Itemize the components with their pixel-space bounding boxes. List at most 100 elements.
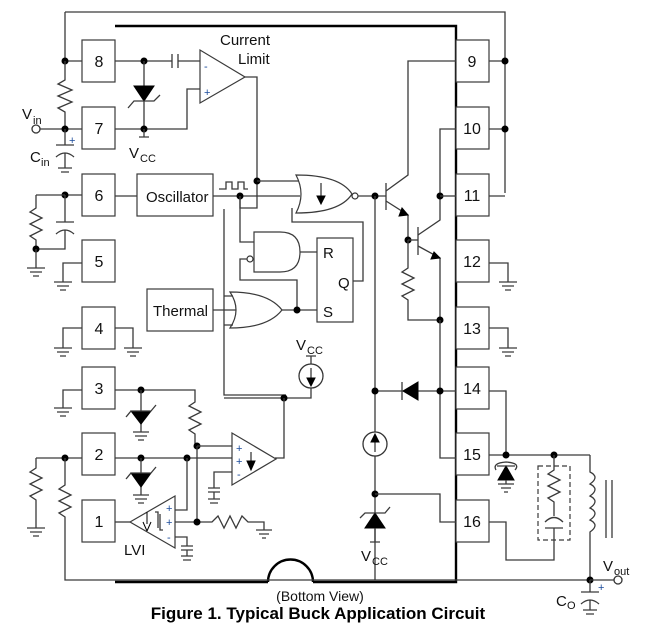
wire <box>175 458 188 511</box>
pin4-ground-icon <box>54 327 82 357</box>
vin-terminal[interactable] <box>31 124 41 134</box>
capacitor-icon <box>171 54 179 68</box>
pin-1-box <box>81 499 116 543</box>
wire <box>224 295 233 326</box>
vcc-label: V <box>296 337 306 354</box>
pin-11-box <box>455 173 490 217</box>
pin-2-box <box>81 432 116 476</box>
pin-5-box <box>81 239 116 283</box>
plus-sign: + <box>166 517 172 529</box>
vcc-label-sub: CC <box>372 556 388 568</box>
pin-10-box <box>455 106 490 150</box>
co-capacitor <box>580 580 600 615</box>
vin-label-sub: in <box>33 115 42 127</box>
vout-terminal[interactable] <box>613 575 623 585</box>
pin3-pullup-resistor <box>115 389 203 446</box>
timing-capacitor <box>36 194 75 250</box>
and-gate <box>253 231 301 273</box>
emitter-arrow-icon <box>430 251 442 260</box>
junction-dot <box>371 387 379 395</box>
pin-3-label: 3 <box>95 381 104 398</box>
thermal-label: Thermal <box>153 303 208 320</box>
junction-dot <box>501 57 509 65</box>
catch-diode-icon <box>497 464 515 481</box>
down-arrow-icon <box>142 512 152 532</box>
wire <box>306 355 316 364</box>
down-arrow-icon <box>306 368 316 388</box>
vout-label: V <box>603 558 613 575</box>
and-bubble <box>246 255 254 263</box>
q-feedback-wire <box>291 208 364 282</box>
top-bus-wire <box>65 11 506 193</box>
wire <box>196 445 232 522</box>
vin-label: V <box>22 106 32 123</box>
timing-resistor <box>28 195 44 249</box>
diode-icon <box>402 381 419 401</box>
vcc-label: V <box>361 548 371 565</box>
plus-sign: + <box>204 87 210 99</box>
minus-sign: - <box>204 61 208 73</box>
vcc-label: V <box>129 145 139 162</box>
junction-dot <box>436 387 444 395</box>
vcc-tap <box>370 528 380 543</box>
lvi-label: LVI <box>124 542 145 559</box>
hysteresis-icon <box>155 511 163 531</box>
pin-13-label: 13 <box>463 321 481 338</box>
pin-14-label: 14 <box>463 381 481 398</box>
pin-9-label: 9 <box>468 54 477 71</box>
wire <box>115 88 200 130</box>
internal-ground-icon <box>115 327 142 357</box>
pin-7-box <box>81 106 116 150</box>
square-wave-icon <box>219 181 248 190</box>
pin-11-label: 11 <box>464 188 481 205</box>
wire <box>223 209 286 396</box>
nor-gate <box>295 174 353 214</box>
zener-diode-icon <box>133 85 155 102</box>
co-label-sub: O <box>567 600 576 612</box>
current-limit-comparator <box>199 48 247 105</box>
cin-label-sub: in <box>41 157 50 169</box>
lvi-reference-ground <box>175 536 193 561</box>
pin-1-label: 1 <box>95 514 104 531</box>
pin12-ground-icon <box>489 262 517 291</box>
vcc-label-sub: CC <box>140 153 156 165</box>
left-pins: 8 7 6 5 4 3 2 1 <box>81 39 116 543</box>
emitter-arrow-icon <box>398 207 409 217</box>
zener-diode-icon <box>129 410 153 425</box>
down-arrow-icon <box>316 183 326 206</box>
oscillator-label: Oscillator <box>146 189 209 206</box>
up-arrow-icon <box>370 432 380 452</box>
pin-6-box <box>81 173 116 217</box>
sense-resistor <box>56 61 74 129</box>
pin-4-label: 4 <box>95 321 104 338</box>
wire <box>275 398 285 459</box>
lvi-resistor-ground <box>175 514 272 539</box>
pin-3-box <box>81 366 116 410</box>
junction-dot <box>502 451 510 459</box>
flipflop-s: S <box>323 304 333 321</box>
pin-16-label: 16 <box>463 514 481 531</box>
junction-dot <box>501 125 509 133</box>
minus-sign: - <box>237 469 241 481</box>
diode-loop-icon <box>494 461 518 471</box>
ic-notch <box>266 558 315 583</box>
pin-6-label: 6 <box>95 188 104 205</box>
co-label: C <box>556 593 567 610</box>
right-pins: 9 10 11 12 13 14 15 16 <box>455 39 490 543</box>
wire <box>239 196 254 243</box>
pin-5-label: 5 <box>95 254 104 271</box>
pin-12-box <box>455 239 490 283</box>
wire <box>385 200 409 240</box>
pin-8-label: 8 <box>95 54 104 71</box>
wire <box>417 128 456 236</box>
zener-bar <box>125 404 157 418</box>
wire <box>239 258 298 310</box>
wire <box>375 493 456 523</box>
junction-dot <box>193 518 201 526</box>
or-gate <box>228 291 283 329</box>
nor-bubble <box>351 192 359 200</box>
pin13-ground-icon <box>489 327 517 357</box>
wire <box>239 76 258 209</box>
pin-7-label: 7 <box>95 121 104 138</box>
